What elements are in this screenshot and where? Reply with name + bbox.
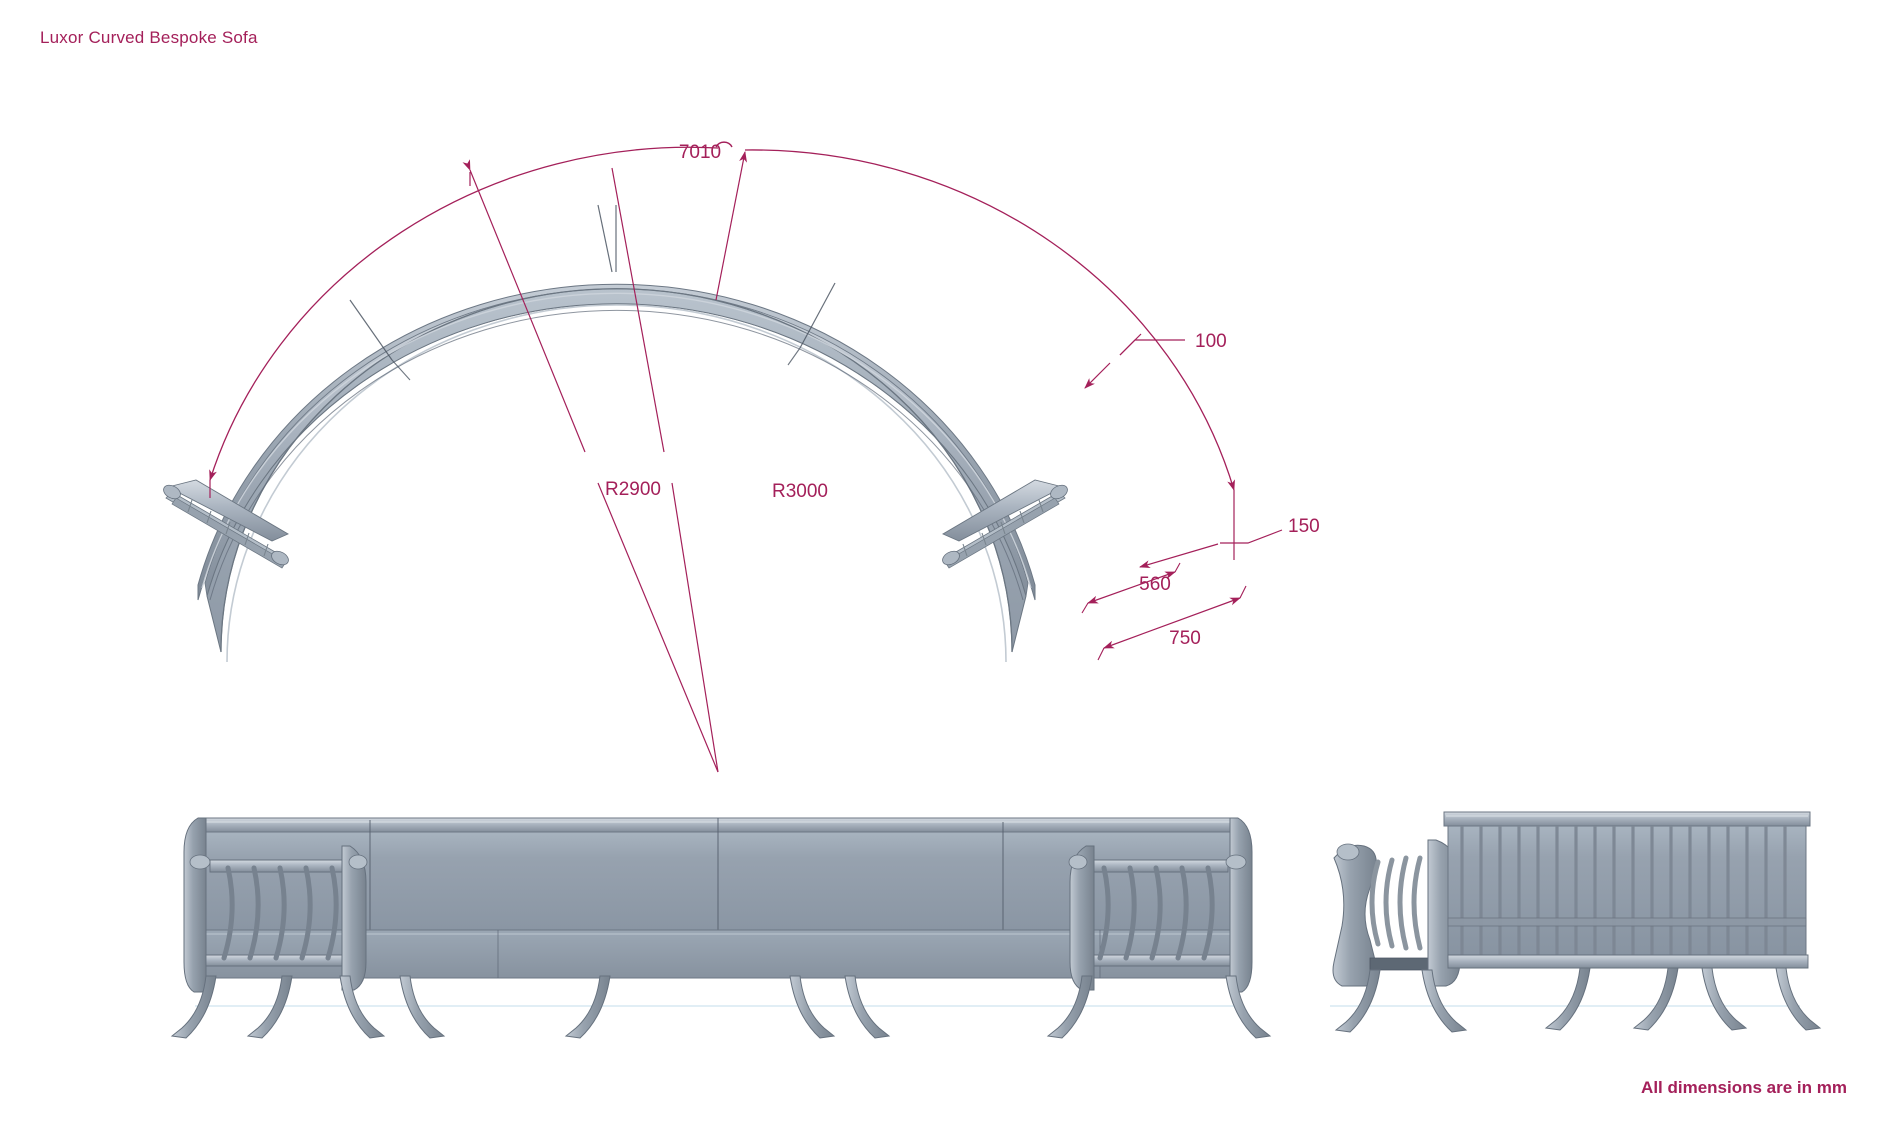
dim-label-radius-inner: R2900 — [605, 479, 661, 500]
footer-note: All dimensions are in mm — [1641, 1078, 1847, 1097]
dim-back-thickness — [1084, 333, 1185, 389]
dim-label-back-thickness: 100 — [1195, 331, 1227, 352]
front-left-arm — [183, 817, 368, 993]
dim-label-overall-depth: 750 — [1169, 628, 1201, 649]
plan-right-arm-detail — [942, 479, 1068, 569]
dim-label-seat-depth: 560 — [1139, 574, 1171, 595]
front-legs — [170, 975, 1272, 1039]
dim-radius-inner — [462, 159, 719, 773]
dim-arm-detail — [1139, 529, 1283, 569]
dim-label-arm-detail: 150 — [1288, 516, 1320, 537]
plan-isometric-view — [163, 204, 1068, 663]
dimension-annotations — [209, 146, 1283, 773]
dim-seat-depth — [1081, 562, 1181, 614]
page-title: Luxor Curved Bespoke Sofa — [40, 28, 258, 47]
dim-arc-length — [209, 146, 1235, 560]
dim-radius-outer — [611, 151, 748, 773]
dim-label-arc-length: 7010 — [679, 142, 721, 163]
plan-left-arm-detail — [163, 479, 289, 569]
dim-label-radius-outer: R3000 — [772, 481, 828, 502]
arc-symbol-icon — [715, 141, 733, 148]
front-right-arm — [1068, 817, 1253, 993]
rear-elevation-view — [1330, 811, 1822, 1033]
dimension-labels: 7010 R2900 R3000 100 150 560 750 — [605, 141, 1320, 649]
front-elevation-view — [170, 817, 1272, 1039]
rear-left-arm — [1332, 839, 1461, 987]
dim-overall-depth — [1097, 585, 1247, 661]
rear-legs — [1334, 967, 1822, 1033]
